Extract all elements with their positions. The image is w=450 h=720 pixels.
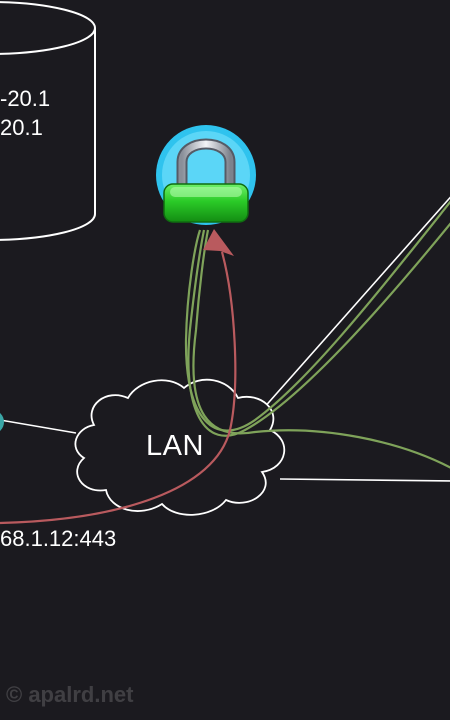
unencrypted-path (0, 229, 237, 525)
link-left-node-to-lan (0, 419, 77, 434)
database-cylinder (0, 1, 96, 241)
red-path (0, 251, 237, 525)
left-edge-node (0, 413, 4, 431)
padlock-icon (156, 125, 256, 225)
link-lan-to-right-node (279, 478, 450, 482)
database-cylinder-side (0, 28, 96, 241)
network-links (0, 196, 450, 482)
encrypted-paths (184, 200, 450, 469)
green-path-upper-right (184, 200, 450, 432)
green-path-right (192, 229, 450, 469)
green-path-upper-right-2 (187, 222, 450, 437)
database-cylinder-top (0, 1, 96, 55)
lan-label: LAN (146, 430, 204, 462)
red-arrow-head (203, 229, 234, 256)
watermark: © apalrd.net (6, 682, 134, 707)
database-label-line-1: -20.1 (0, 86, 51, 111)
padlock-body-gloss (170, 187, 242, 197)
padlock-shackle-shine (178, 140, 234, 190)
link-lan-to-upper-right (261, 196, 450, 411)
address-label: 68.1.12:443 (0, 526, 117, 551)
database-label-line-2: 20.1 (0, 115, 43, 140)
